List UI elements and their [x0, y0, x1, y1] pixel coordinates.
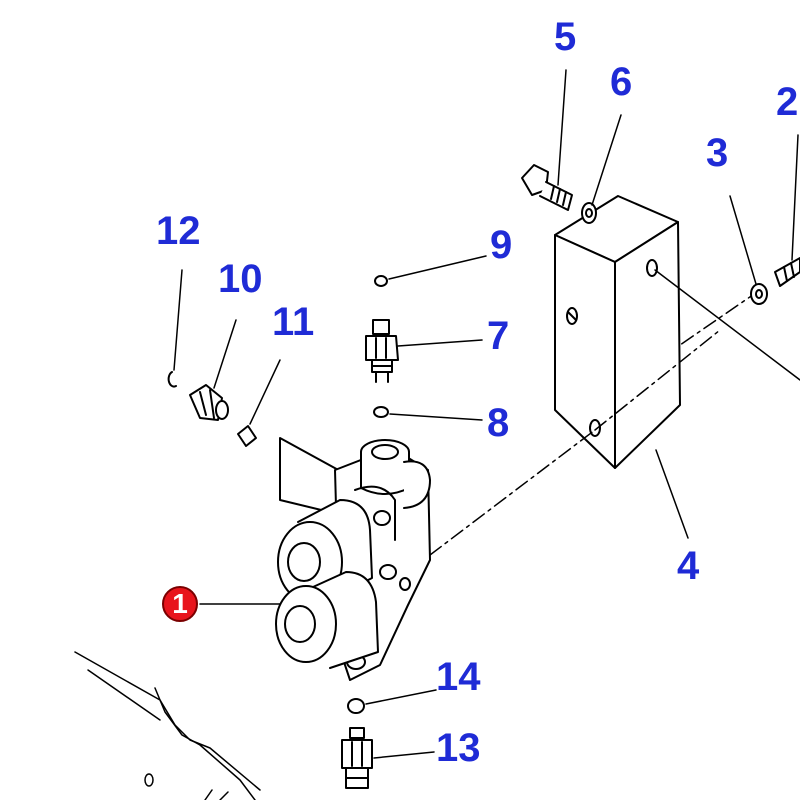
washer-part	[581, 202, 597, 224]
callout-4: 4	[677, 544, 700, 588]
callout-8: 8	[487, 401, 510, 445]
callout-9: 9	[490, 223, 513, 267]
leader-lines	[173, 69, 799, 759]
fitting-part	[341, 727, 373, 789]
callout-10: 10	[218, 257, 263, 301]
o-ring-part	[167, 371, 177, 388]
frame-outline	[74, 651, 261, 800]
callout-6: 6	[610, 60, 633, 104]
bolt-part	[521, 164, 573, 211]
o-ring-part	[374, 275, 388, 287]
fitting-part	[365, 319, 399, 383]
o-ring-part	[347, 698, 365, 714]
callout-12: 12	[156, 209, 201, 253]
callout-13: 13	[436, 726, 481, 770]
callout-11: 11	[272, 300, 315, 344]
o-ring-part	[373, 406, 389, 418]
fitting-part	[189, 384, 229, 421]
callout-3: 3	[706, 131, 729, 175]
bolt-part	[774, 257, 800, 287]
solenoid-valve-part	[275, 437, 431, 681]
callout-1-badge: 1	[162, 586, 198, 622]
callout-14: 14	[436, 655, 481, 699]
callout-7: 7	[487, 314, 510, 358]
plug-part	[237, 425, 257, 447]
callout-2: 2	[776, 80, 799, 124]
bracket-part	[554, 195, 681, 469]
callout-5: 5	[554, 15, 577, 59]
washer-part	[750, 283, 768, 305]
